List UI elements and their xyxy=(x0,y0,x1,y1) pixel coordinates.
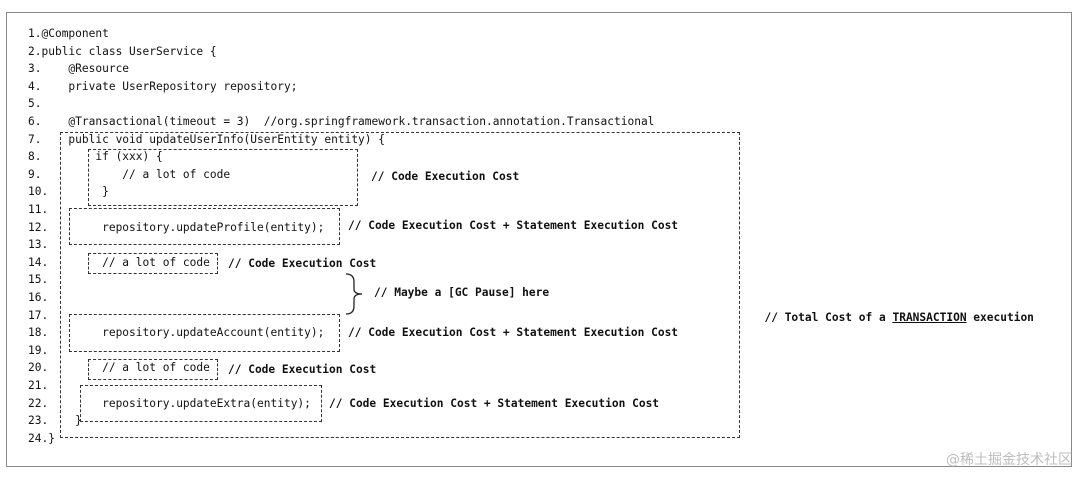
watermark: @稀土掘金技术社区 xyxy=(946,452,1072,468)
code-line: 13. xyxy=(28,237,48,253)
line-number: 10. xyxy=(28,185,49,199)
line-number: 11. xyxy=(28,203,49,216)
code-line: 7. public void updateUserInfo(UserEntity… xyxy=(28,132,385,148)
code-text: @Resource xyxy=(41,62,130,76)
gc-pause-brace xyxy=(345,273,363,315)
code-line: 24.} xyxy=(28,431,55,447)
code-line: 10. } xyxy=(28,184,109,200)
comment-update-profile: // Code Execution Cost + Statement Execu… xyxy=(348,219,679,232)
total-cost-prefix: // Total Cost of a xyxy=(764,311,893,324)
code-line: 15. xyxy=(28,272,48,288)
code-line: 9. // a lot of code xyxy=(28,167,230,183)
diagram-frame xyxy=(6,12,1072,467)
line-number: 12. xyxy=(28,220,49,234)
code-line: 22. repository.updateExtra(entity); xyxy=(28,396,311,412)
line-number: 14. xyxy=(28,255,49,269)
code-line: 12. repository.updateProfile(entity); xyxy=(28,220,324,236)
code-line: 19. xyxy=(28,343,48,359)
line-number: 19. xyxy=(28,343,49,357)
if-block-box xyxy=(88,149,358,206)
code-text: @Component xyxy=(41,27,109,40)
comment-update-extra: // Code Execution Cost + Statement Execu… xyxy=(329,397,660,410)
code-line: 1.@Component xyxy=(28,26,109,42)
code-text: } xyxy=(48,431,55,445)
code-text: // a lot of code xyxy=(48,255,210,269)
update-extra-box xyxy=(80,385,322,422)
comment-gc-pause: // Maybe a [GC Pause] here xyxy=(374,286,550,299)
line-number: 8. xyxy=(28,150,42,164)
code-line: 4. private UserRepository repository; xyxy=(28,79,297,95)
method-body-box xyxy=(60,132,740,438)
code-text: } xyxy=(48,185,109,199)
code-line: 3. @Resource xyxy=(28,61,129,77)
comment-lot-of-code-1: // Code Execution Cost xyxy=(228,257,377,270)
code-line: 6. @Transactional(timeout = 3) //org.spr… xyxy=(28,114,654,130)
line-number: 24. xyxy=(28,431,49,445)
code-text: repository.updateAccount(entity); xyxy=(48,326,325,340)
line-number: 21. xyxy=(28,379,49,392)
code-text: @Transactional(timeout = 3) //org.spring… xyxy=(41,115,655,128)
comment-if-block: // Code Execution Cost xyxy=(371,170,520,183)
code-text: // a lot of code xyxy=(48,361,210,375)
line-number: 5. xyxy=(28,97,42,111)
line-number: 17. xyxy=(28,308,49,322)
line-number: 1. xyxy=(28,27,42,40)
comment-update-account: // Code Execution Cost + Statement Execu… xyxy=(348,326,679,339)
code-line: 21. xyxy=(28,378,48,394)
code-line: 18. repository.updateAccount(entity); xyxy=(28,325,324,341)
code-text: repository.updateExtra(entity); xyxy=(48,396,311,410)
code-text: public void updateUserInfo(UserEntity en… xyxy=(41,132,385,146)
comment-total-cost: // Total Cost of a TRANSACTION execution xyxy=(751,294,1034,326)
total-cost-suffix: execution xyxy=(966,311,1034,324)
code-line: 2.public class UserService { xyxy=(28,44,217,60)
line-number: 15. xyxy=(28,273,49,287)
line-number: 7. xyxy=(28,132,42,146)
line-number: 13. xyxy=(28,238,49,252)
comment-lot-of-code-2: // Code Execution Cost xyxy=(228,363,377,376)
code-line: 20. // a lot of code xyxy=(28,360,210,376)
line-number: 22. xyxy=(28,396,49,410)
code-line: 14. // a lot of code xyxy=(28,255,210,271)
line-number: 23. xyxy=(28,414,49,428)
lot-of-code-box-2 xyxy=(88,359,218,380)
lot-of-code-box-1 xyxy=(88,253,218,274)
line-number: 2. xyxy=(28,44,42,58)
code-line: 5. xyxy=(28,96,41,112)
code-text: } xyxy=(48,414,82,428)
code-line: 11. xyxy=(28,202,48,218)
code-line: 16. xyxy=(28,290,48,306)
transaction-keyword: TRANSACTION xyxy=(892,311,967,324)
code-line: 23. } xyxy=(28,413,82,429)
line-number: 4. xyxy=(28,79,42,93)
line-number: 6. xyxy=(28,115,42,128)
line-number: 3. xyxy=(28,62,42,76)
line-number: 18. xyxy=(28,326,49,340)
code-text: public class UserService { xyxy=(41,44,217,58)
code-line: 8. if (xxx) { xyxy=(28,149,163,165)
line-number: 16. xyxy=(28,291,49,304)
line-number: 9. xyxy=(28,167,42,181)
update-profile-box xyxy=(69,208,340,245)
line-number: 20. xyxy=(28,361,49,375)
update-account-box xyxy=(69,314,340,352)
code-text: if (xxx) { xyxy=(41,150,163,164)
code-text: // a lot of code xyxy=(41,167,231,181)
code-text: private UserRepository repository; xyxy=(41,79,298,93)
code-line: 17. xyxy=(28,308,48,324)
code-text: repository.updateProfile(entity); xyxy=(48,220,325,234)
